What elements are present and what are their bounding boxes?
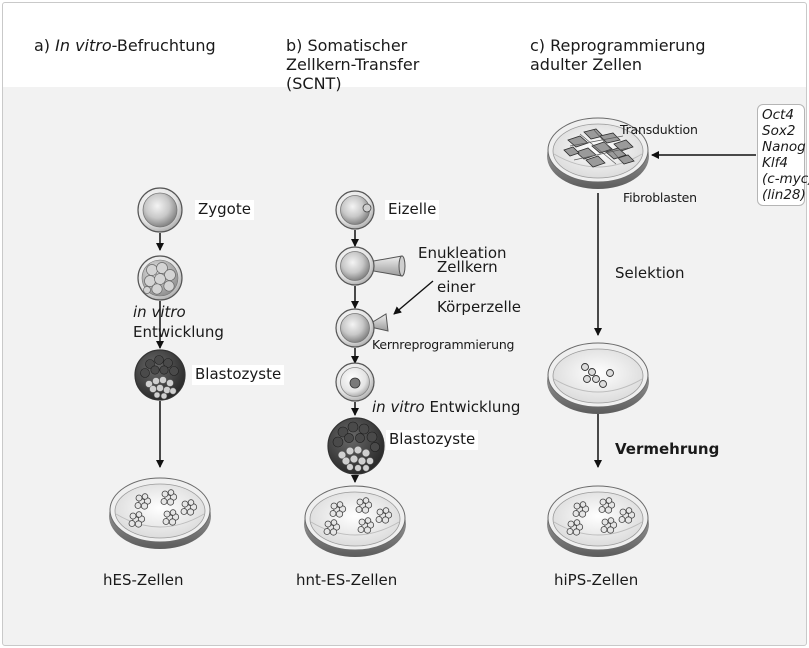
factor-c-myc: (c-myc) (762, 171, 809, 187)
dish-fibroblasts (546, 117, 650, 190)
dish-hips (546, 485, 650, 558)
dish-hnt-es (303, 485, 407, 558)
blastocyst-b (327, 417, 385, 475)
nuclear-transfer-cell (335, 308, 389, 348)
blastocyst-a (134, 349, 186, 401)
label-eizelle: Eizelle (385, 200, 440, 220)
dish-selected-colonies (546, 342, 650, 415)
title-area (3, 3, 806, 87)
factor-nanog: Nanog (762, 139, 806, 155)
label-a-entwicklung: Entwicklung (133, 323, 224, 341)
dish-hes (108, 477, 212, 550)
label-enukleation: Enukleation (418, 244, 507, 262)
label-hnt-es-cells: hnt-ES-Zellen (296, 571, 398, 589)
label-b-blastozyste: Blastozyste (386, 430, 479, 450)
label-vermehrung: Vermehrung (615, 440, 720, 458)
enucleation-cell (335, 246, 406, 286)
arrow-somatic-nucleus (393, 280, 434, 315)
factor-klf4: Klf4 (762, 155, 788, 171)
reprogramming-factors-box: Oct4 Sox2 Nanog Klf4 (c-myc) (lin28) (757, 104, 809, 206)
factor-sox2: Sox2 (762, 123, 796, 139)
panel-a-title: a) In vitro-Befruchtung (34, 36, 216, 55)
reprogrammed-cell (335, 362, 375, 402)
factor-lin28: (lin28) (762, 187, 806, 203)
label-hes-cells: hES-Zellen (103, 571, 184, 589)
label-kernreprogrammierung: Kernreprogrammierung (372, 337, 515, 352)
factor-oct4: Oct4 (762, 107, 794, 123)
egg-cell (335, 190, 375, 230)
label-selektion: Selektion (615, 264, 685, 282)
label-zygote: Zygote (195, 200, 254, 220)
morula-cell (137, 255, 183, 301)
label-b-in-vitro-entwicklung: in vitro Entwicklung (372, 398, 521, 416)
label-a-blastozyste: Blastozyste (192, 365, 285, 385)
label-fibroblasten: Fibroblasten (623, 190, 697, 205)
label-transduktion: Transduktion (620, 122, 698, 137)
label-hips-cells: hiPS-Zellen (554, 571, 639, 589)
zygote-cell (137, 187, 183, 233)
label-a-in-vitro: in vitro (133, 303, 186, 321)
